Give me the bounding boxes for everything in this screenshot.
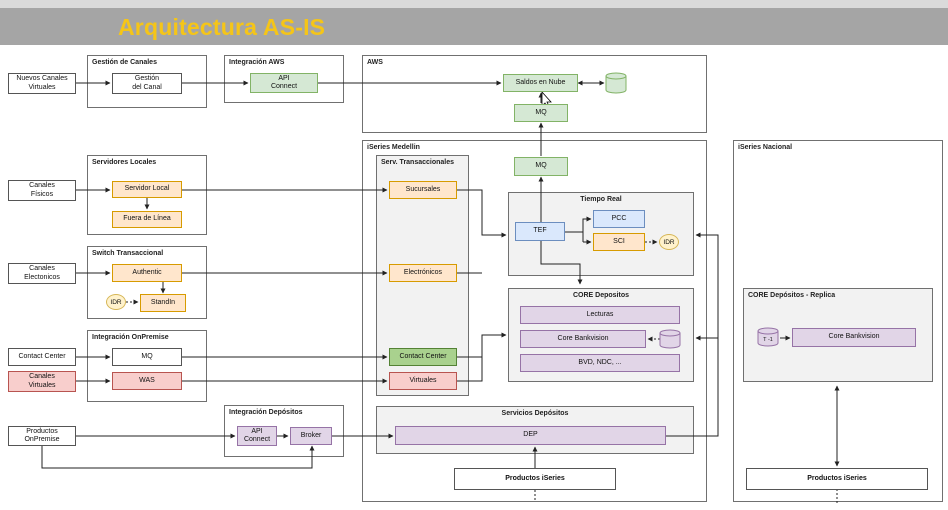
canales-virtuales-node[interactable]: Canales Virtuales [8, 371, 76, 392]
electronicos-node[interactable]: Electrónicos [389, 264, 457, 282]
group-title: iSeries Nacional [738, 144, 793, 151]
authentic-node[interactable]: Authentic [112, 264, 182, 282]
group-title: CORE Depósitos - Replica [748, 292, 836, 299]
lecturas-node[interactable]: Lecturas [520, 306, 680, 324]
productos-iseries-medellin-node[interactable]: Productos iSeries [454, 468, 616, 490]
group-title: iSeries Medellin [367, 144, 420, 151]
core-bankvision-replica-node[interactable]: Core Bankvision [792, 328, 916, 347]
group-title: Integración Depósitos [229, 409, 303, 416]
mq-medellin-node[interactable]: MQ [514, 157, 568, 176]
sucursales-node[interactable]: Sucursales [389, 181, 457, 199]
nuevos-canales-node[interactable]: Nuevos Canales Virtuales [8, 73, 76, 94]
group-title: CORE Depositos [572, 292, 629, 299]
group-title: Servidores Locales [92, 159, 157, 166]
idr-switch-node[interactable]: IDR [106, 294, 126, 310]
edge [457, 189, 507, 238]
standin-node[interactable]: StandIn [140, 294, 186, 312]
broker-node[interactable]: Broker [290, 427, 332, 445]
group-integracion-onpremise: Integración OnPremise [87, 330, 207, 402]
canales-electronicos-node[interactable]: Canales Electonicos [8, 263, 76, 284]
mq-aws-node[interactable]: MQ [514, 104, 568, 122]
database-icon [757, 327, 779, 347]
servidor-local-node[interactable]: Servidor Local [112, 181, 182, 198]
group-title: Integración OnPremise [92, 334, 169, 341]
contact-center-node[interactable]: Contact Center [389, 348, 457, 366]
fuera-linea-node[interactable]: Fuera de Línea [112, 211, 182, 228]
productos-onpremise-node[interactable]: Productos OnPremise [8, 426, 76, 446]
edge [565, 216, 592, 233]
group-title: Serv. Transaccionales [381, 159, 455, 166]
group-title: Tiempo Real [580, 196, 622, 203]
edge [666, 232, 719, 437]
edge [41, 445, 315, 469]
api-connect-aws-node[interactable]: API Connect [250, 73, 318, 93]
group-title: Integración AWS [229, 59, 285, 66]
top-strip [0, 0, 948, 8]
edge [457, 357, 483, 382]
group-title: Servicios Depósitos [501, 410, 569, 417]
edge [540, 241, 583, 285]
sci-node[interactable]: SCI [593, 233, 645, 251]
canales-fisicos-node[interactable]: Canales Físicos [8, 180, 76, 201]
page-title: Arquitectura AS-IS [118, 14, 326, 40]
was-node[interactable]: WAS [112, 372, 182, 390]
bvd-ndc-node[interactable]: BVD, NDC, ... [520, 354, 680, 372]
database-icon [605, 72, 627, 94]
idr-tiempo-real-node[interactable]: IDR [659, 234, 679, 250]
virtuales-node[interactable]: Virtuales [389, 372, 457, 390]
api-connect-depositos-node[interactable]: API Connect [237, 426, 277, 446]
saldos-nube-node[interactable]: Saldos en Nube [503, 74, 578, 92]
tef-node[interactable]: TEF [515, 222, 565, 241]
group-title: Gestión de Canales [92, 59, 157, 66]
title-bar: Arquitectura AS-IS [0, 8, 948, 45]
edge [457, 332, 507, 358]
pcc-node[interactable]: PCC [593, 210, 645, 228]
dep-node[interactable]: DEP [395, 426, 666, 445]
group-title: Switch Transaccional [92, 250, 164, 257]
group-title: AWS [367, 59, 383, 66]
core-bankvision-node[interactable]: Core Bankvision [520, 330, 646, 348]
database-icon [659, 329, 681, 349]
mq-onpremise-node[interactable]: MQ [112, 348, 182, 366]
contact-center-source-node[interactable]: Contact Center [8, 348, 76, 366]
gestion-canal-node[interactable]: Gestión del Canal [112, 73, 182, 94]
productos-iseries-nacional-node[interactable]: Productos iSeries [746, 468, 928, 490]
t1-label: T -1 [763, 336, 773, 343]
